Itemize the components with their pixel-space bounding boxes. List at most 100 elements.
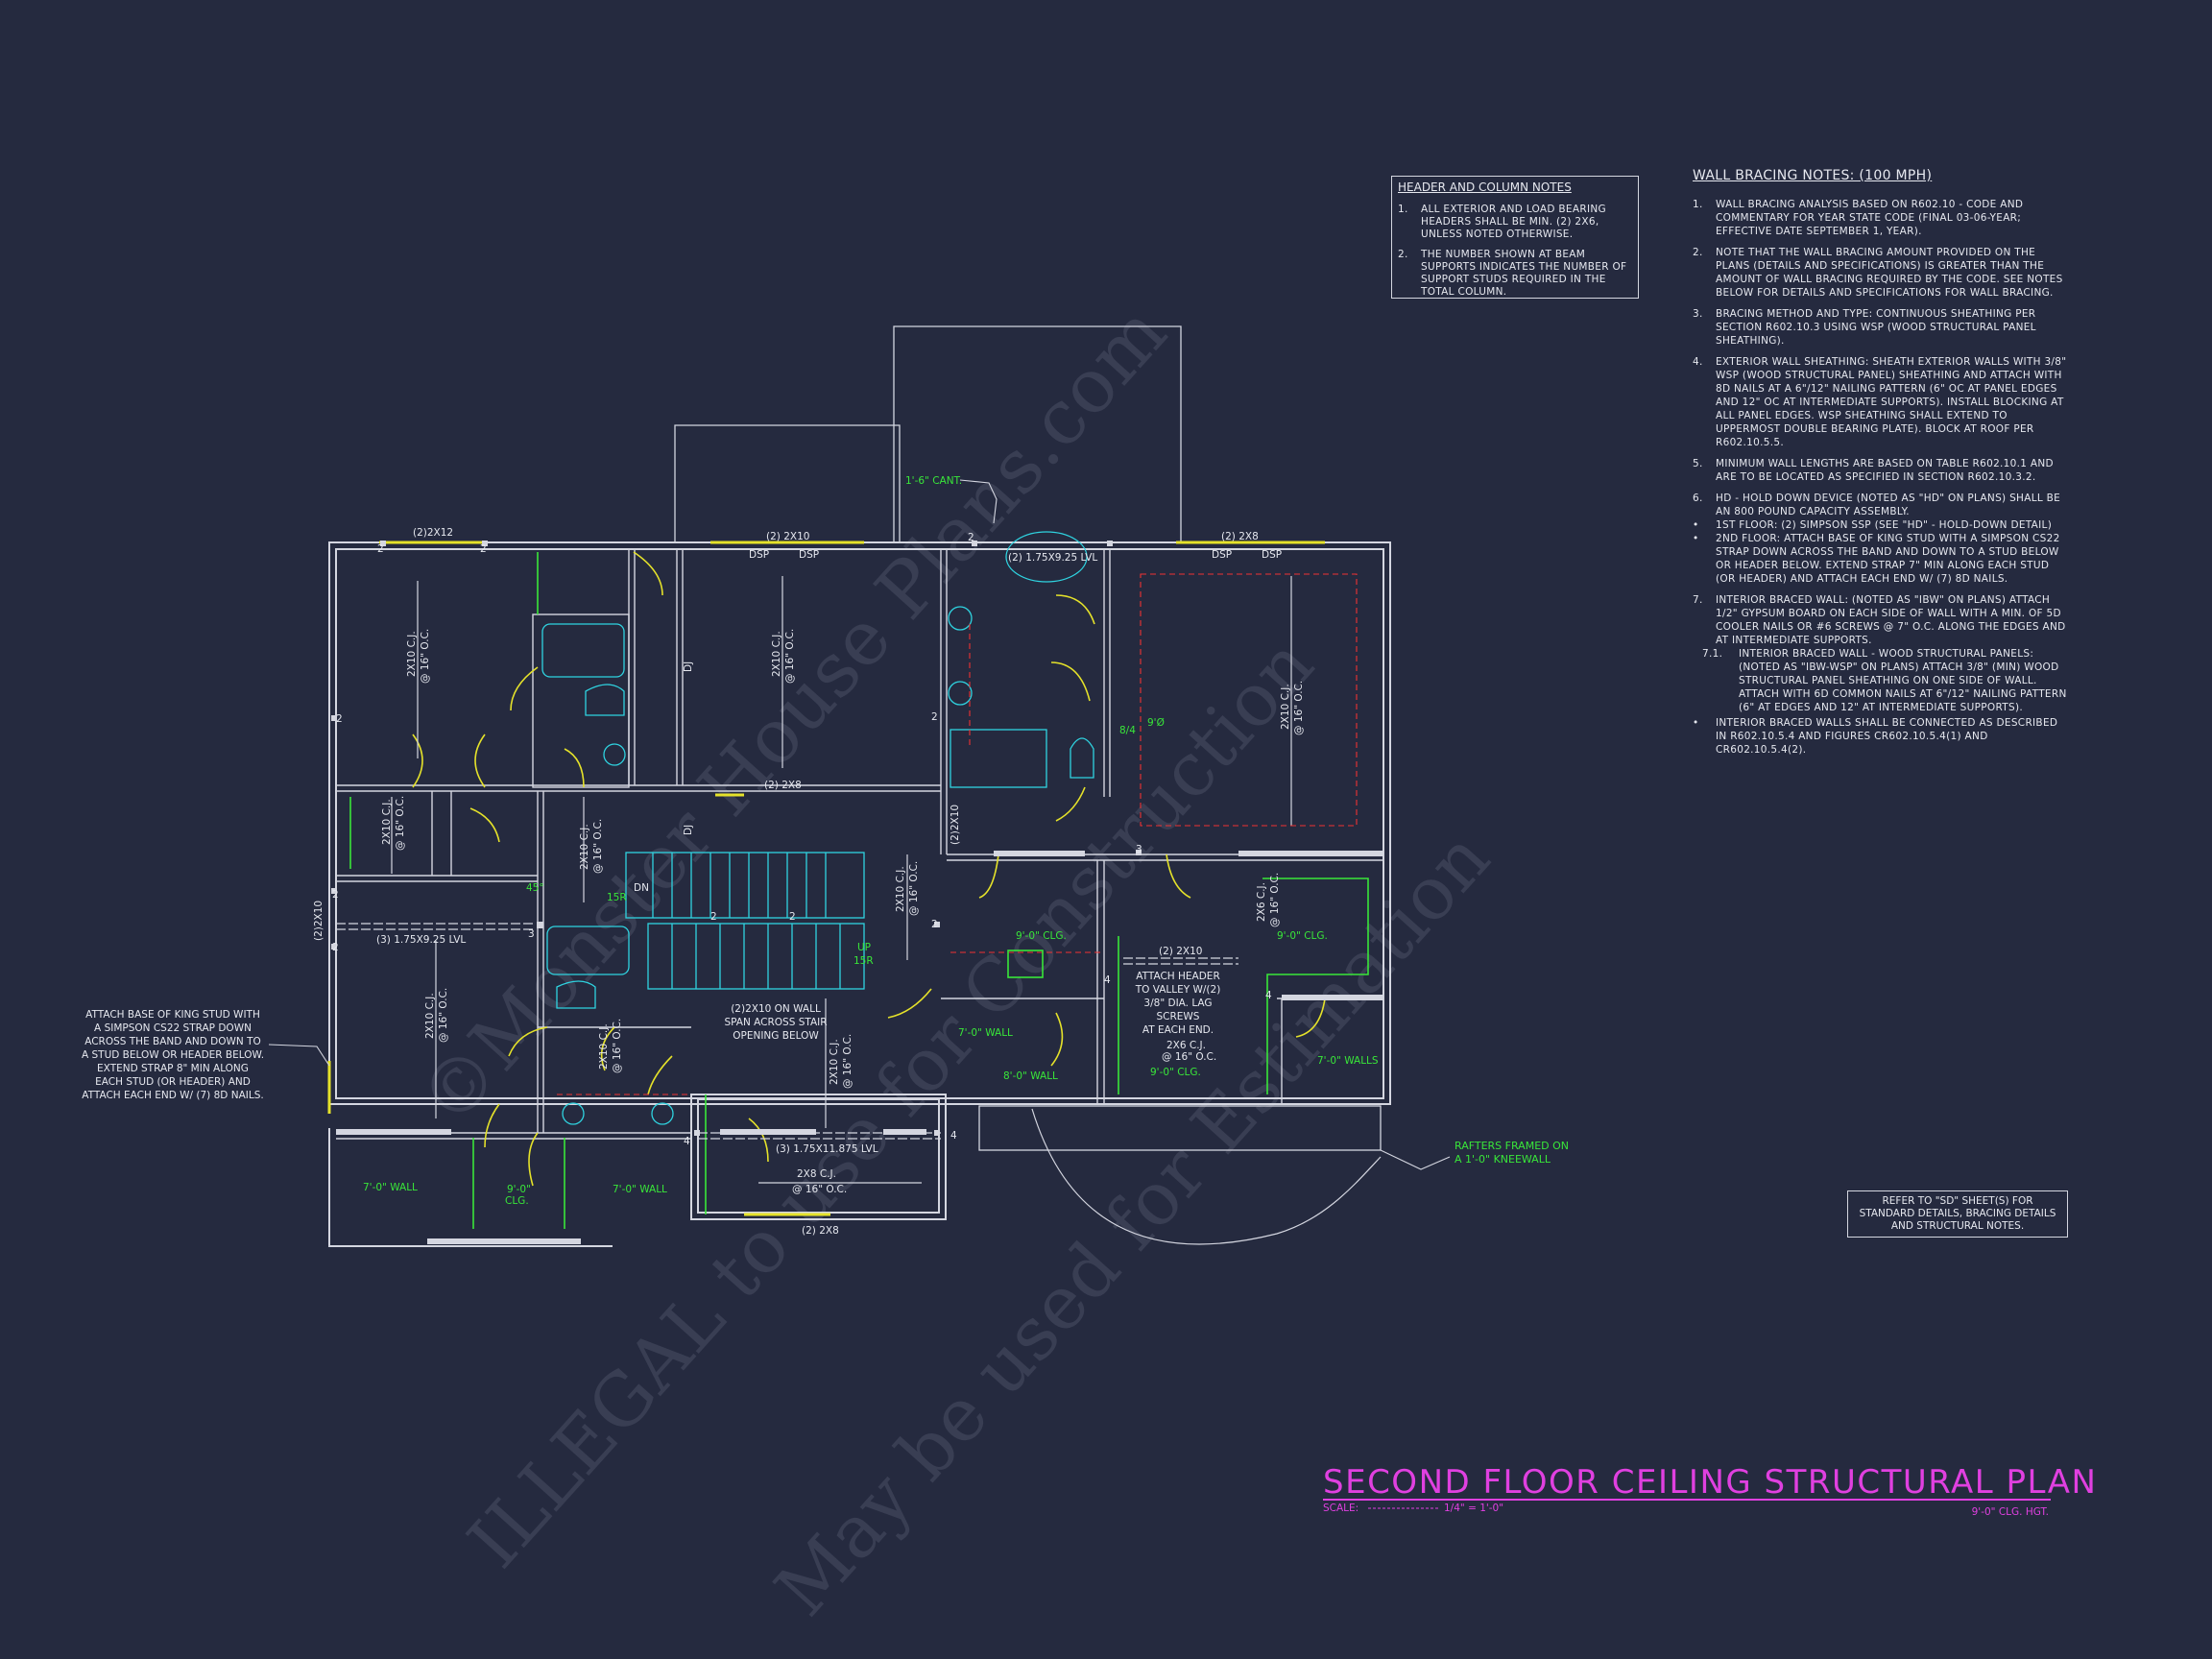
strap-note-5: EXTEND STRAP 8" MIN ALONG — [97, 1063, 249, 1074]
cj-2x10-c: 2x10 C.J. — [1280, 684, 1291, 730]
clg-9-0-left: 9'-0" CLG. — [1016, 930, 1067, 942]
bracing-note-6b: •2ND FLOOR: ATTACH BASE OF KING STUD WIT… — [1693, 533, 2060, 585]
header-2x8-bottom: (2) 2x8 — [802, 1225, 839, 1237]
bracing-note-7-1: 7.1.INTERIOR BRACED WALL - WOOD STRUCTUR… — [1702, 648, 2067, 713]
post-2-h: 2 — [710, 911, 717, 923]
post-2-c: 2 — [336, 713, 343, 725]
bracing-note-7b: •INTERIOR BRACED WALLS SHALL BE CONNECTE… — [1693, 717, 2058, 756]
rafters-note-2: A 1'-0" KNEEWALL — [1455, 1153, 1551, 1166]
cj-2x6-v: 2x6 C.J. — [1256, 882, 1267, 922]
post-4-d: 4 — [1265, 990, 1272, 1001]
clg-9-0-right: 9'-0" CLG. — [1277, 930, 1328, 942]
cj-2x10-g-oc: @ 16" O.C. — [438, 988, 449, 1043]
post-4-b: 4 — [950, 1130, 957, 1142]
lvl-top: (2) 1.75x9.25 LVL — [1008, 552, 1097, 564]
bracing-note-6a: •1ST FLOOR: (2) SIMPSON SSP (SEE "HD" - … — [1693, 519, 2053, 531]
strap-note-7: ATTACH EACH END W/ (7) 8d NAILS. — [82, 1090, 263, 1101]
post-2-b: 2 — [480, 543, 487, 555]
cj-2x10-h-oc: @ 16" O.C. — [612, 1019, 623, 1073]
post-2-g: 2 — [931, 919, 938, 930]
stair-note-2: SPAN ACROSS STAIR — [724, 1017, 827, 1028]
angle-45: 45° — [526, 882, 544, 894]
cj-2x10-i-oc: @ 16" O.C. — [842, 1034, 854, 1089]
header-2x12: (2)2X12 — [413, 527, 453, 539]
valley-note-2: TO VALLEY w/(2) — [1135, 984, 1221, 996]
refer-note-box: REFER TO "SD" SHEET(S) FOR STANDARD DETA… — [1847, 1190, 2068, 1238]
dj-b: DJ — [683, 825, 694, 835]
cj-2x6-spacing: @ 16" O.C. — [1162, 1051, 1216, 1063]
bracing-note-2: 2.NOTE THAT THE WALL BRACING AMOUNT PROV… — [1693, 247, 2063, 299]
up-risers: 15R — [854, 955, 874, 967]
strap-note-3: ACROSS THE BAND AND DOWN TO — [84, 1036, 261, 1047]
bracing-note-7: 7.INTERIOR BRACED WALL: (NOTED AS "IBW" … — [1693, 594, 2066, 646]
post-3-a: 3 — [528, 928, 535, 940]
wall-bracing-heading: WALL BRACING NOTES: (100 MPH) — [1693, 168, 1933, 183]
lvl-bottom: (3) 1.75x11.875 LVL — [776, 1143, 878, 1155]
post-2-d: 2 — [332, 889, 339, 901]
cj-2x10-b-oc: @ 16" O.C. — [784, 629, 796, 684]
scale-label: SCALE: — [1323, 1503, 1358, 1514]
cj-2x10-h: 2x10 C.J. — [598, 1023, 610, 1070]
wall-7-0-b: 7'-0" WALL — [363, 1182, 418, 1193]
cj-2x10-a-oc: @ 16" O.C. — [420, 629, 431, 684]
clg-word: CLG. — [505, 1195, 529, 1207]
header-2x10-top: (2) 2x10 — [766, 531, 809, 542]
wall-bracing-notes: WALL BRACING NOTES: (100 MPH) 1.WALL BRA… — [1693, 169, 2067, 764]
ceiling-height: 9'-0" CLG. HGT. — [1972, 1506, 2049, 1518]
cj-2x10-f-oc: @ 16" O.C. — [908, 861, 920, 916]
cj-2x10-e-oc: @ 16" O.C. — [592, 819, 604, 874]
post-2-a: 2 — [377, 543, 384, 555]
stair-note-3: OPENING BELOW — [733, 1030, 819, 1042]
header-notes-heading: HEADER AND COLUMN NOTES — [1398, 180, 1572, 194]
dsp-1: DSP — [749, 549, 769, 561]
refer-note-text: REFER TO "SD" SHEET(S) FOR STANDARD DETA… — [1859, 1195, 2056, 1232]
dsp-4: DSP — [1262, 549, 1282, 561]
valley-note-3: 3/8" DIA. LAG — [1143, 998, 1212, 1009]
dn-label: DN — [634, 882, 649, 894]
lvl-left: (3) 1.75x9.25 LVL — [376, 934, 466, 946]
cantilever-label: 1'-6" CANT. — [905, 475, 962, 487]
dsp-2: DSP — [799, 549, 819, 561]
header-2x8-top: (2) 2x8 — [1221, 531, 1259, 542]
clg-short: 9'-0" — [507, 1184, 531, 1195]
wall-8-0: 8'-0" WALL — [1003, 1070, 1058, 1082]
plan-title: SECOND FLOOR CEILING STRUCTURAL PLAN — [1323, 1463, 2097, 1502]
cj-2x10-e: 2x10 C.J. — [579, 824, 590, 870]
dsp-3: DSP — [1212, 549, 1232, 561]
valley-note-5: AT EACH END. — [1142, 1024, 1214, 1036]
strap-note-4: A STUD BELOW OR HEADER BELOW. — [82, 1049, 264, 1061]
clg-9-0-bottom: 9'-0" CLG. — [1150, 1067, 1201, 1078]
bracing-note-1: 1.WALL BRACING ANALYSIS BASED ON R602.10… — [1693, 199, 2024, 237]
valley-note-4: SCREWS — [1157, 1011, 1200, 1022]
post-2-j: 2 — [968, 532, 974, 543]
strap-note-2: A SIMPSON CS22 STRAP DOWN — [94, 1022, 252, 1034]
wall-7-0-c: 7'-0" WALL — [613, 1184, 667, 1195]
cj-2x8-spacing: @ 16" O.C. — [792, 1184, 847, 1195]
dj-a: DJ — [683, 661, 694, 672]
cj-2x10-b: 2x10 C.J. — [771, 631, 782, 677]
post-3-b: 3 — [1136, 844, 1142, 855]
bracing-note-4: 4.EXTERIOR WALL SHEATHING: SHEATH EXTERI… — [1693, 356, 2067, 448]
post-2-f: 2 — [931, 711, 938, 723]
dn-risers: 15R — [607, 892, 627, 903]
cj-2x10-i: 2x10 C.J. — [829, 1039, 840, 1085]
header-2x10-center-v: (2)2X10 — [950, 805, 961, 845]
walls-7-0: 7'-0" WALLS — [1317, 1055, 1379, 1067]
bracing-note-6: 6.HD - HOLD DOWN DEVICE (NOTED AS "HD" O… — [1693, 493, 2061, 517]
cj-2x10-d: 2x10 C.J. — [381, 799, 393, 845]
up-label: UP — [857, 942, 871, 953]
header-note-2: 2.THE NUMBER SHOWN AT BEAM SUPPORTS INDI… — [1398, 249, 1627, 298]
post-4-c: 4 — [1104, 974, 1111, 986]
bracing-note-3: 3.BRACING METHOD AND TYPE: CONTINUOUS SH… — [1693, 308, 2036, 347]
strap-note-1: ATTACH BASE OF KING STUD WITH — [85, 1009, 260, 1021]
bracing-note-5: 5.MINIMUM WALL LENGTHS ARE BASED ON TABL… — [1693, 458, 2054, 483]
wall-7-0-a: 7'-0" WALL — [958, 1027, 1013, 1039]
scale-value: 1/4" = 1'-0" — [1444, 1503, 1503, 1514]
cj-2x10-g: 2x10 C.J. — [424, 993, 436, 1039]
cj-2x10-a: 2x10 C.J. — [406, 631, 418, 677]
post-2-i: 2 — [789, 911, 796, 923]
cj-2x10-f: 2x10 C.J. — [895, 866, 906, 912]
valley-note-1: ATTACH HEADER — [1136, 971, 1220, 982]
ratio-8-4: 8/4 — [1119, 725, 1136, 736]
